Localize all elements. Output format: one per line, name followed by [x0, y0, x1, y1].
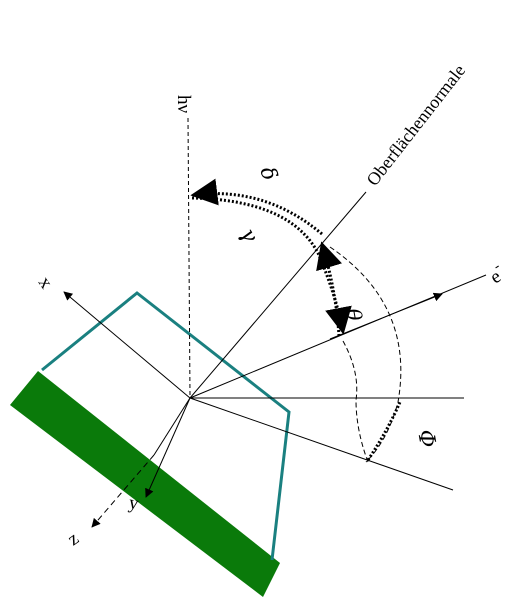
photon-beam — [187, 117, 191, 397]
theta-angle-arc — [316, 241, 342, 337]
z-axis-dashed — [91, 454, 155, 528]
crystal-outline — [41, 291, 291, 561]
z-axis — [153, 397, 191, 456]
z-axis-label: z — [64, 528, 83, 550]
surface-normal-line — [189, 191, 367, 399]
azimuth-projection-line — [189, 397, 454, 491]
y-axis — [145, 397, 191, 498]
x-axis-label: x — [34, 273, 57, 293]
phi-label: Φ — [412, 428, 440, 450]
gamma-label: γ — [236, 224, 263, 247]
construction-arc-inner — [342, 340, 369, 463]
substrate-slab — [10, 371, 280, 597]
x-axis — [63, 291, 191, 399]
delta-angle-arc — [190, 178, 323, 236]
gamma-angle-arc — [191, 196, 352, 335]
surface-normal-label: Oberflächennormale — [362, 61, 469, 190]
y-axis-label: y — [127, 492, 140, 514]
electron-label: e- — [484, 259, 509, 288]
phi-angle-arc — [366, 401, 402, 461]
construction-arc-outer — [329, 246, 402, 463]
photon-label: hν — [173, 95, 194, 114]
electron-direction-line — [189, 274, 487, 399]
delta-label: δ — [255, 164, 282, 184]
theta-label: θ — [341, 307, 367, 323]
